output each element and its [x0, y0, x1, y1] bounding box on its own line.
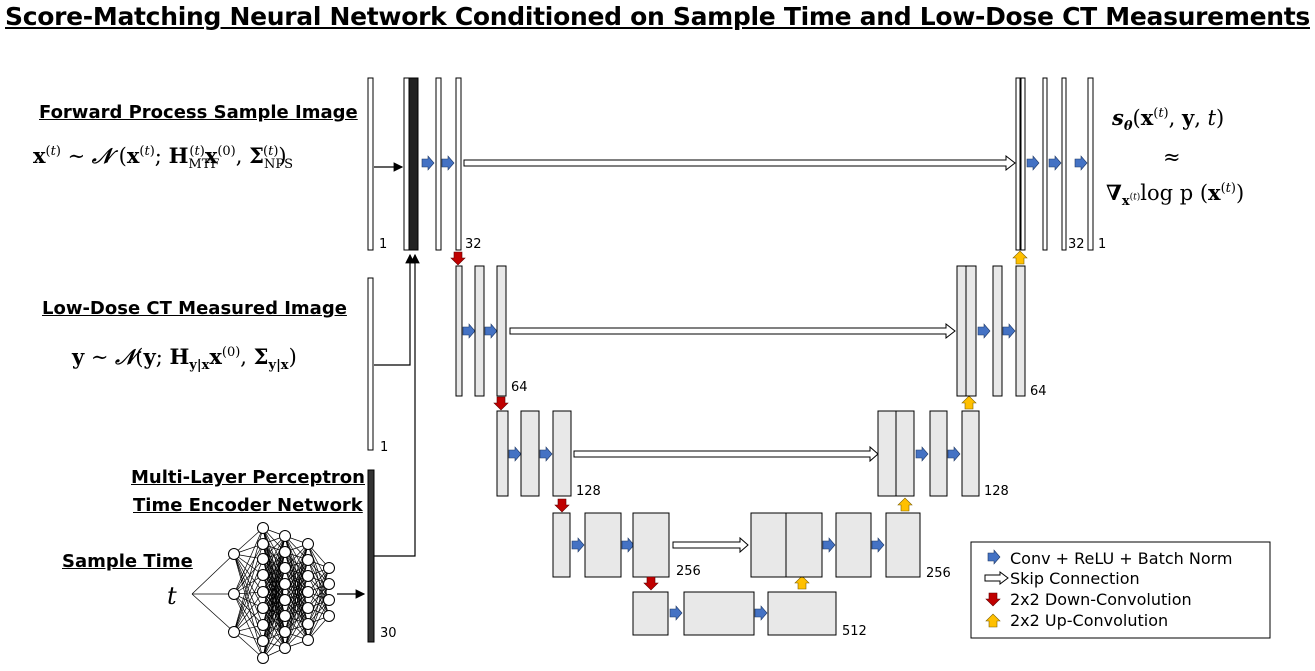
mlp-node	[257, 619, 269, 631]
dec2-channels: 64	[1030, 384, 1047, 399]
mlp-output-channels: 30	[380, 626, 397, 641]
input-y-channels: 1	[380, 440, 388, 455]
mlp-node	[257, 586, 269, 598]
legend-down: 2x2 Down-Convolution	[1010, 590, 1192, 609]
output-channels: 1	[1098, 237, 1106, 252]
mlp-network	[191, 522, 335, 664]
dec3-channels: 128	[984, 484, 1009, 499]
mlp-label-line1: Multi-Layer Perceptron	[131, 467, 365, 488]
enc3-channels: 128	[576, 484, 601, 499]
legend-up: 2x2 Up-Convolution	[1010, 611, 1168, 630]
enc1-channels: 32	[465, 237, 482, 252]
legend-box	[970, 541, 1271, 639]
mlp-node	[257, 652, 269, 664]
legend-skip: Skip Connection	[1010, 569, 1140, 588]
score-function: sθ(x(t), y, t)	[1112, 105, 1225, 135]
mlp-node	[302, 554, 314, 566]
approx-symbol: ≈	[1163, 145, 1181, 169]
mlp-node	[302, 634, 314, 646]
mlp-label-line2: Time Encoder Network	[133, 495, 363, 516]
enc4-channels: 256	[676, 564, 701, 579]
input-x-bar	[367, 77, 374, 251]
mlp-node	[279, 578, 291, 590]
mlp-node	[302, 618, 314, 630]
score-gradient: ∇x(t)log p (x(t))	[1106, 180, 1245, 210]
mlp-node	[279, 562, 291, 574]
mlp-node	[279, 546, 291, 558]
mlp-node	[323, 562, 335, 574]
mlp-node	[228, 626, 240, 638]
mlp-node	[257, 553, 269, 565]
mlp-node	[302, 570, 314, 582]
legend-conv: Conv + ReLU + Batch Norm	[1010, 549, 1233, 568]
mlp-node	[279, 610, 291, 622]
mlp-node	[257, 538, 269, 550]
page-title: Score-Matching Neural Network Conditione…	[5, 2, 1310, 31]
mlp-node	[302, 586, 314, 598]
mlp-node	[228, 548, 240, 560]
mlp-node	[257, 569, 269, 581]
mlp-node	[279, 626, 291, 638]
mlp-node	[323, 578, 335, 590]
input-y-bar	[367, 277, 374, 451]
mlp-node	[302, 602, 314, 614]
mlp-node	[257, 522, 269, 534]
bottleneck-channels: 512	[842, 624, 867, 639]
mlp-node	[323, 610, 335, 622]
mlp-node	[323, 594, 335, 606]
forward-process-label: Forward Process Sample Image	[39, 102, 358, 123]
enc2-channels: 64	[511, 380, 528, 395]
mlp-node	[228, 588, 240, 600]
mlp-node	[279, 642, 291, 654]
mlp-output-bar	[367, 469, 375, 643]
t-symbol: t	[167, 582, 177, 610]
mlp-node	[279, 530, 291, 542]
mlp-node	[257, 635, 269, 647]
sample-time-label: Sample Time	[62, 551, 193, 572]
mlp-node	[279, 594, 291, 606]
low-dose-equation: y ∼ 𝒩(y; Hy|xx(0), Σy|x)	[72, 344, 297, 374]
mlp-node	[302, 538, 314, 550]
low-dose-label: Low-Dose CT Measured Image	[42, 298, 347, 319]
mlp-node	[257, 602, 269, 614]
dec4-channels: 256	[926, 566, 951, 581]
dec1-channels: 32	[1068, 237, 1085, 252]
input-x-channels: 1	[379, 237, 387, 252]
forward-process-equation: x(t) ∼ 𝒩 (x(t); HMTF(t)x(0), ΣNPS(t))	[33, 143, 294, 173]
